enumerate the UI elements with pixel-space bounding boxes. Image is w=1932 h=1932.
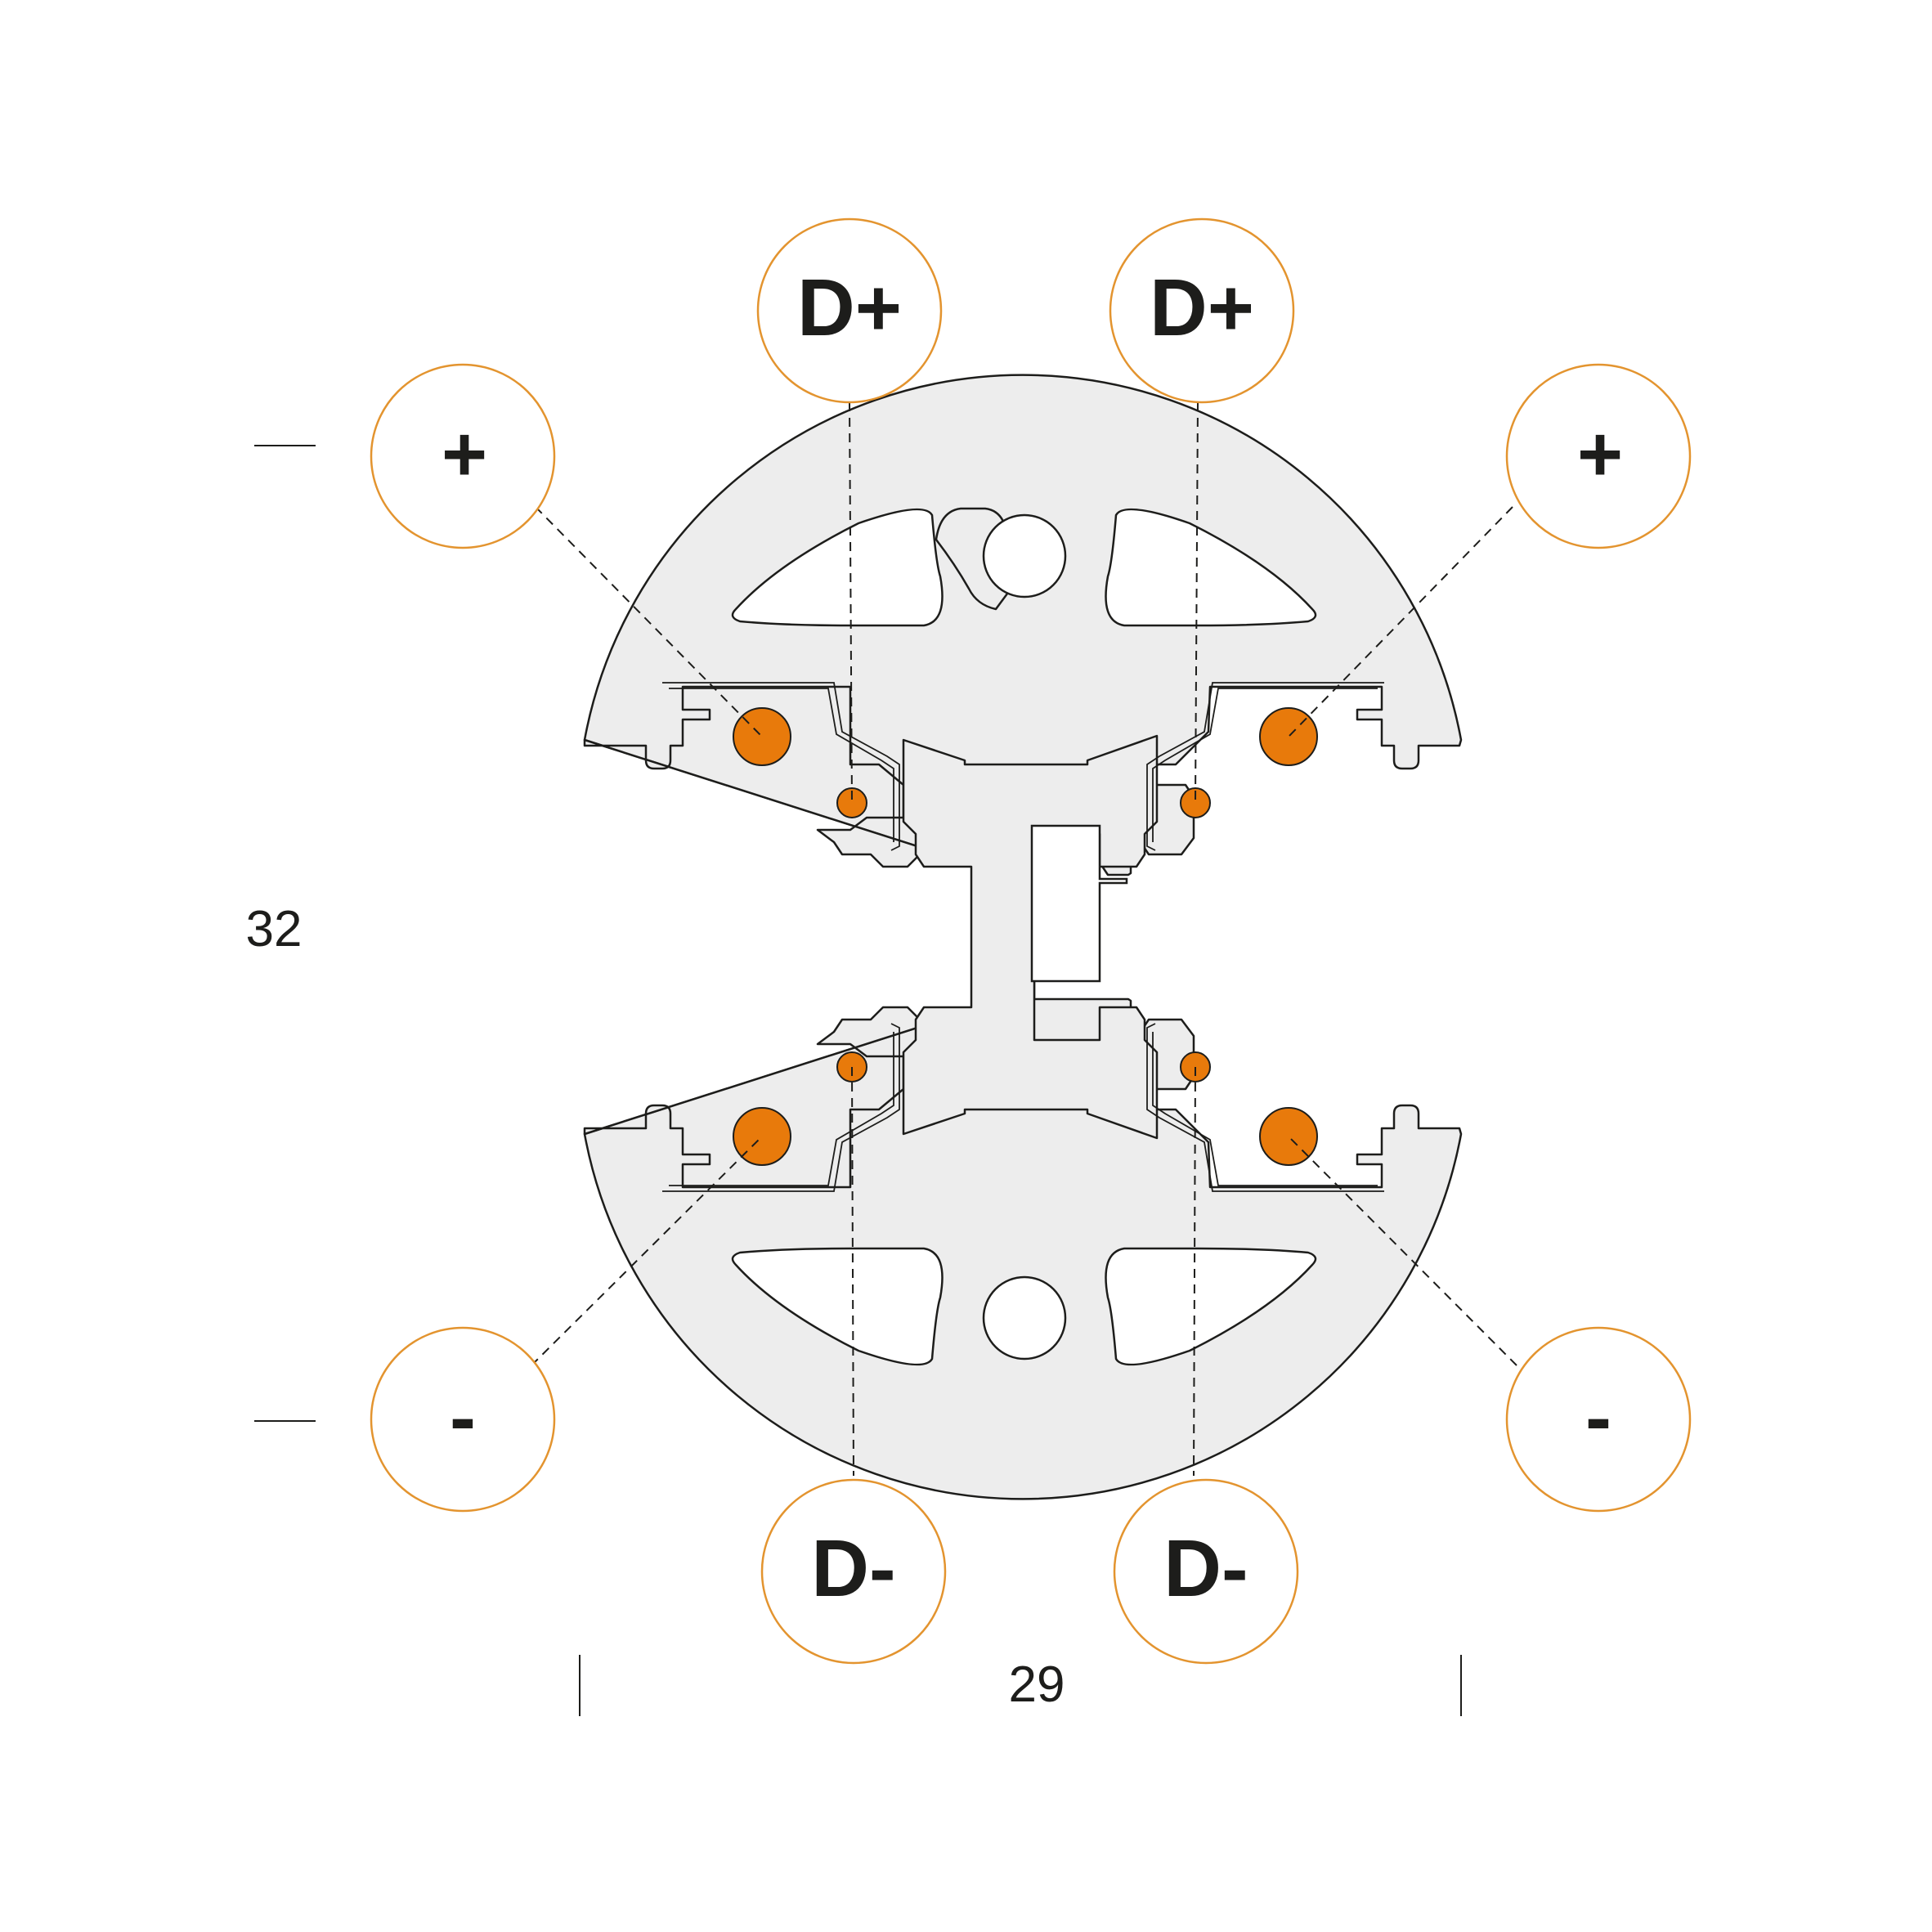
profile-lower-left <box>583 1006 983 1189</box>
label-circle-minus-right <box>1505 1326 1692 1513</box>
profile-central-slot <box>1030 824 1128 983</box>
conductor-plus-right <box>1259 707 1318 766</box>
label-circle-dminus-left <box>760 1478 947 1665</box>
channel-lower-left-inner <box>669 1032 894 1186</box>
lower-left-cavity <box>731 1247 944 1366</box>
upper-round-slot <box>982 513 1067 598</box>
label-minus-right: - <box>1585 1374 1611 1461</box>
channel-lower-right <box>1146 1023 1384 1192</box>
leader-lines <box>531 401 1517 1477</box>
channel-lower-right-inner <box>1152 1032 1378 1186</box>
conductor-dplus-left <box>836 787 867 818</box>
conductor-dplus-right <box>1180 787 1211 818</box>
label-circle-dminus-right <box>1113 1478 1299 1665</box>
label-circle-dplus-left <box>756 217 943 404</box>
profile-cross-section <box>583 374 1463 1500</box>
channel-upper-left-inner <box>669 688 894 842</box>
label-dplus-left: D+ <box>797 262 902 352</box>
leader-dminus-left <box>851 1066 854 1477</box>
label-plus-left: + <box>442 410 487 498</box>
width-dimension-value: 29 <box>1009 1656 1065 1713</box>
leader-minus-right <box>1288 1136 1517 1366</box>
label-circle-dplus-right <box>1109 217 1295 404</box>
leader-plus-left <box>535 506 763 737</box>
height-dimension-value: 32 <box>246 901 303 957</box>
upper-right-cavity <box>1105 508 1317 627</box>
conductor-minus-right <box>1259 1107 1318 1166</box>
label-plus-right: + <box>1577 410 1623 498</box>
profile-central-web <box>902 734 1159 1140</box>
leader-minus-left <box>531 1136 763 1366</box>
label-dminus-right: D- <box>1163 1523 1248 1613</box>
label-circle-plus-right <box>1505 363 1692 549</box>
label-dplus-right: D+ <box>1150 262 1254 352</box>
lower-round-slot <box>982 1275 1067 1360</box>
label-circles <box>370 217 1692 1665</box>
channel-upper-left <box>662 682 900 851</box>
leader-dminus-right <box>1193 1066 1196 1477</box>
lower-right-cavity <box>1105 1247 1317 1366</box>
conductor-minus-left <box>733 1107 791 1166</box>
label-minus-left: - <box>450 1374 476 1461</box>
conductor-plus-left <box>733 707 791 766</box>
upper-left-cavity <box>731 508 944 627</box>
channel-upper-right <box>1146 682 1384 851</box>
label-circle-minus-left <box>370 1326 556 1513</box>
channel-upper-right-inner <box>1152 688 1378 842</box>
profile-upper-left <box>583 685 983 868</box>
labels: D+ D+ + + - - D- D- <box>442 262 1623 1613</box>
label-dminus-left: D- <box>811 1523 895 1613</box>
label-circle-plus-left <box>370 363 556 549</box>
leader-dplus-right <box>1195 401 1199 804</box>
dimensions: 32 29 <box>246 445 1462 1716</box>
leader-plus-right <box>1288 506 1513 737</box>
channel-lower-left <box>662 1023 900 1192</box>
conductor-channels <box>662 682 1384 1192</box>
leader-dplus-left <box>849 401 853 804</box>
profile-upper-half <box>583 374 1463 999</box>
